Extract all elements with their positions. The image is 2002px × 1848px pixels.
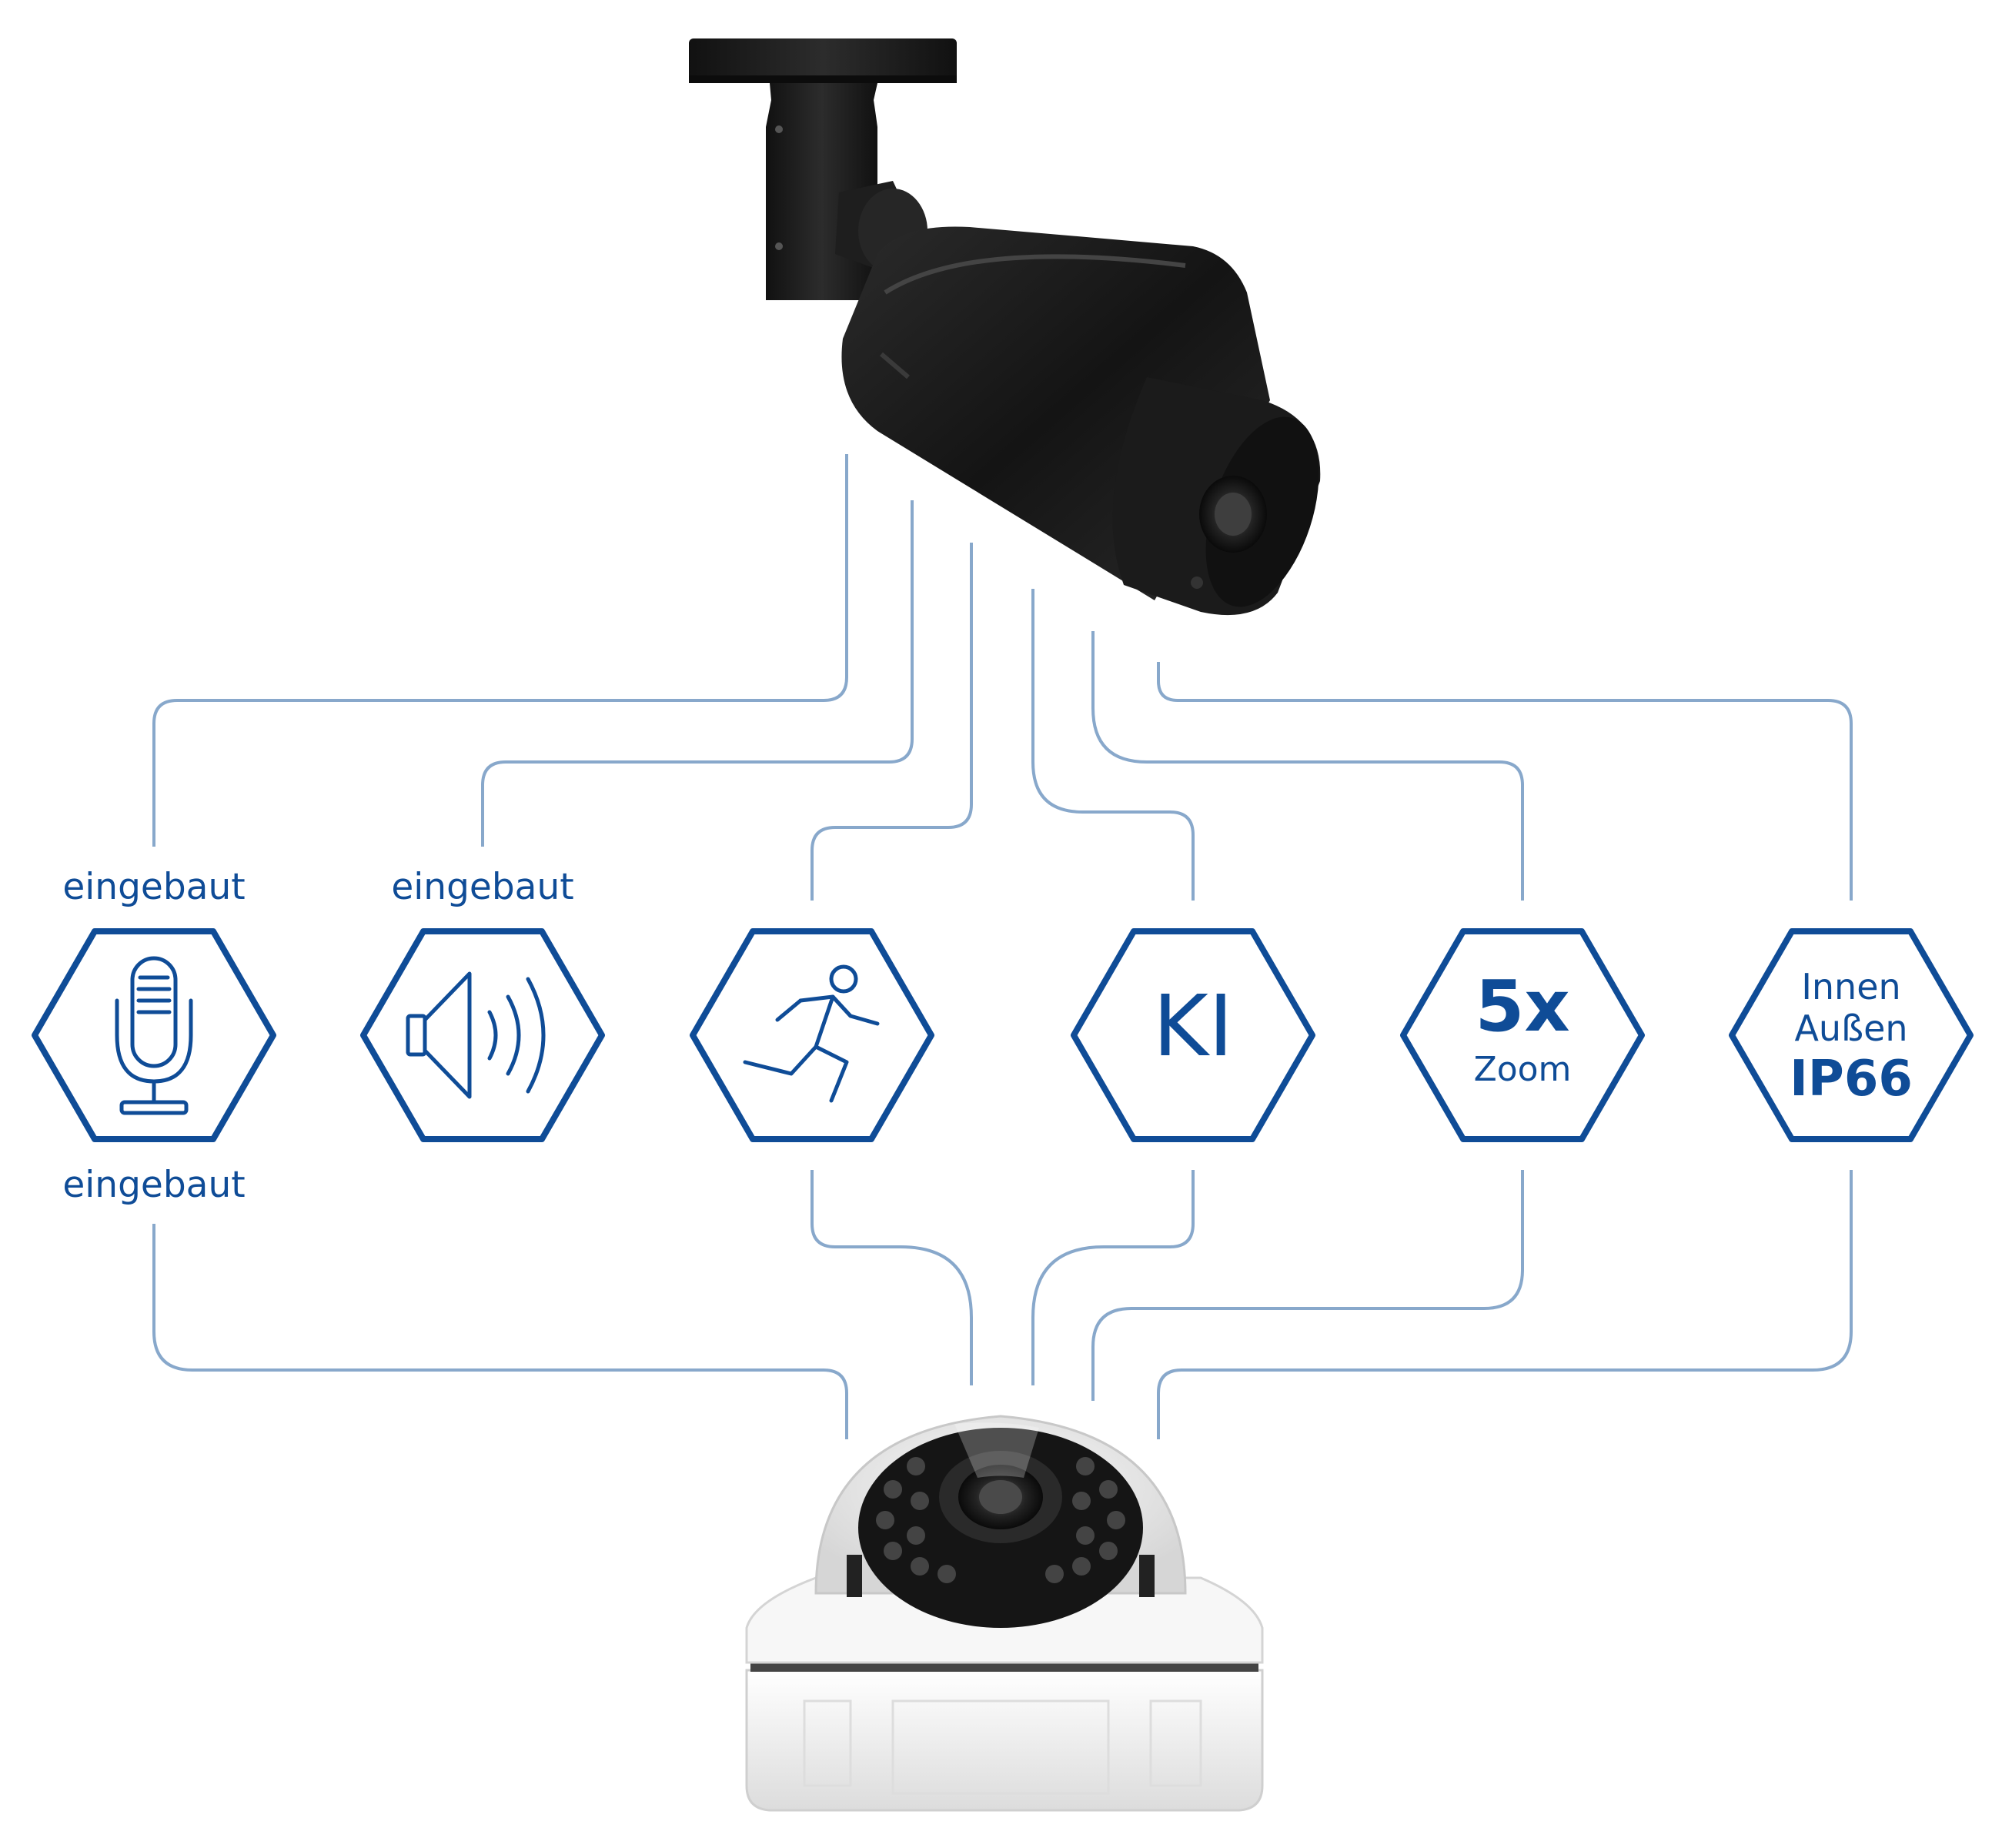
speaker-label-top: eingebaut <box>391 866 574 908</box>
protection-line3: IP66 <box>1790 1051 1913 1108</box>
ki-text: KI <box>1152 977 1234 1075</box>
running-person-icon <box>743 964 880 1103</box>
hex-ip66 <box>1729 928 1974 1142</box>
protection-line1: Innen <box>1801 966 1901 1008</box>
connectors-upper <box>152 454 1853 901</box>
zoom-label: Zoom <box>1473 1050 1572 1089</box>
hexagons <box>32 928 1974 1142</box>
hex-speaker <box>360 928 605 1142</box>
speaker-icon <box>406 971 546 1099</box>
microphone-label-top: eingebaut <box>62 866 246 908</box>
microphone-icon <box>115 956 193 1115</box>
hex-microphone <box>32 928 276 1142</box>
hex-motion <box>690 928 934 1142</box>
connectors-lower <box>152 1170 1853 1439</box>
zoom-value: 5x <box>1475 965 1570 1048</box>
hex-zoom <box>1400 928 1645 1142</box>
microphone-label-bottom: eingebaut <box>62 1164 246 1206</box>
hex-ki <box>1071 928 1315 1142</box>
protection-line2: Außen <box>1794 1008 1908 1049</box>
